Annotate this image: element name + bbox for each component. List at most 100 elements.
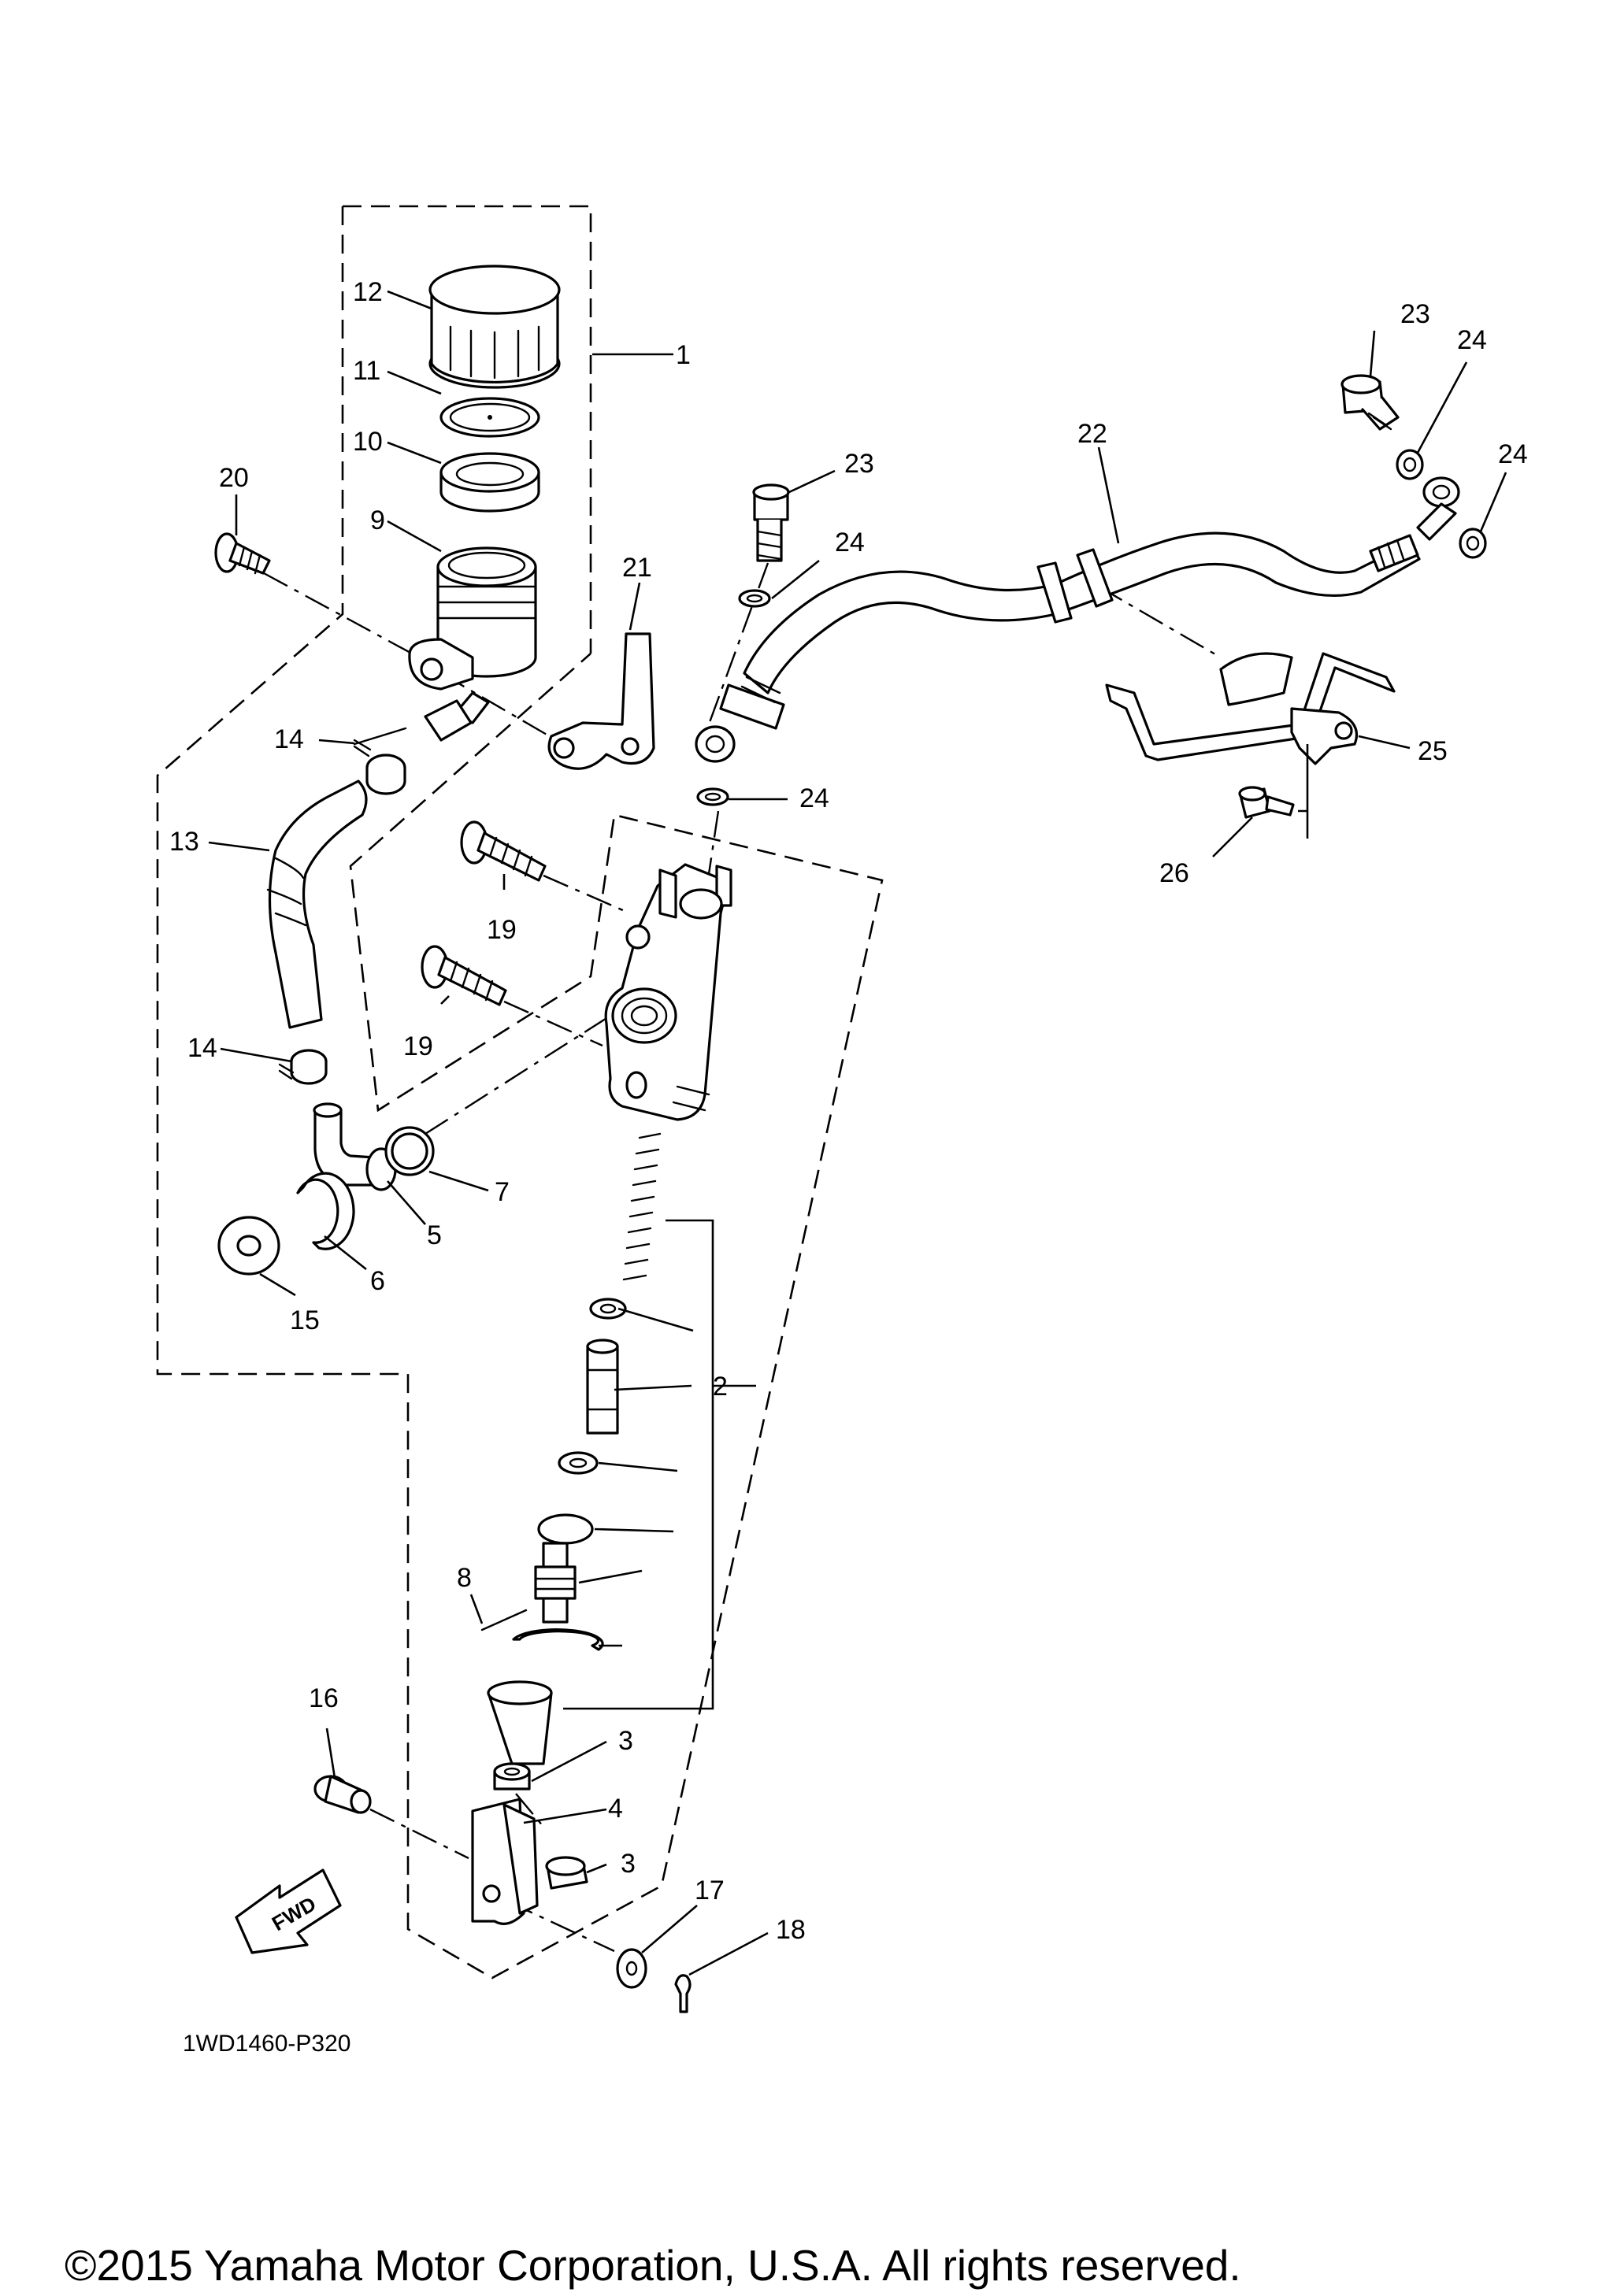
circlip-part-6 — [296, 1172, 355, 1250]
callout-25: 25 — [1418, 736, 1448, 766]
leader-17 — [641, 1905, 698, 1953]
screw-part-20 — [214, 532, 271, 575]
callout-15: 15 — [290, 1305, 320, 1335]
leader-24d — [1479, 472, 1507, 532]
copper-washer-part-24c — [1396, 449, 1424, 480]
washer-part-17 — [616, 1948, 647, 1989]
nut-part-3a — [493, 1762, 531, 1791]
leader-14b — [220, 1047, 292, 1063]
assembly-1-boundary — [343, 205, 592, 654]
callout-7: 7 — [495, 1177, 510, 1207]
leader-13 — [208, 841, 270, 852]
washer-hole — [625, 1961, 638, 1976]
callout-3b: 3 — [621, 1849, 636, 1879]
leader-12 — [387, 290, 432, 310]
callout-21: 21 — [622, 553, 652, 583]
copper-washer-part-24d — [1459, 528, 1487, 559]
nut-part-3b — [545, 1856, 588, 1890]
hose-clip-part-14b — [278, 1049, 328, 1085]
o-ring-inner — [391, 1132, 428, 1170]
union-bolt-part-23a — [752, 483, 790, 562]
callout-2: 2 — [713, 1372, 728, 1402]
master-cylinder-body — [604, 863, 732, 1121]
copper-washer-part-24a — [738, 589, 771, 608]
diaphragm-plate-part — [439, 397, 540, 438]
callout-9: 9 — [370, 505, 385, 535]
bracket-part-21 — [547, 632, 655, 770]
leader-11 — [387, 370, 442, 395]
leader-3a — [531, 1740, 607, 1783]
diagram-code: 1WD1460-P320 — [183, 2031, 350, 2057]
leader-10 — [387, 441, 442, 465]
leader-18 — [688, 1931, 769, 1976]
leader-8 — [469, 1594, 484, 1624]
leader-3b — [586, 1863, 607, 1874]
callout-14a: 14 — [274, 724, 304, 754]
diaphragm-part — [439, 452, 540, 513]
callout-16: 16 — [309, 1683, 339, 1713]
axis-line-7 — [425, 1014, 611, 1135]
brake-hose-part-22 — [695, 476, 1460, 763]
leader-6 — [324, 1235, 367, 1271]
leader-21 — [629, 582, 641, 631]
callout-5: 5 — [427, 1220, 442, 1250]
reservoir-part — [408, 546, 537, 742]
bolt-part-19b — [421, 945, 507, 1006]
assembly-1-boundary-left — [156, 206, 884, 1979]
callout-23b: 23 — [1400, 299, 1430, 329]
leader-bracket-25-26 — [1298, 744, 1309, 839]
axis-line-14 — [353, 727, 407, 746]
leader-24c — [1416, 361, 1468, 454]
callout-6: 6 — [370, 1266, 385, 1296]
axis-line-20 — [263, 572, 430, 665]
hose-clip-part-14a — [353, 739, 406, 795]
axis-line-23 — [707, 562, 769, 725]
callout-24b: 24 — [799, 783, 829, 813]
reservoir-cap-part — [428, 265, 561, 389]
axis-line-24 — [707, 810, 720, 875]
forward-direction-arrow: FWD — [235, 1868, 342, 1954]
pin-part-8 — [480, 1609, 528, 1631]
leader-25 — [1358, 735, 1411, 750]
axis-line-19b — [503, 1000, 603, 1047]
callout-11: 11 — [353, 356, 380, 386]
leader-16 — [325, 1728, 336, 1779]
callout-24a: 24 — [835, 528, 865, 557]
copper-washer-part-24b — [696, 787, 729, 806]
callout-10: 10 — [353, 427, 383, 457]
hose-guide-part-25 — [1105, 652, 1396, 765]
kit-bracket-2 — [563, 1219, 714, 1710]
callout-26: 26 — [1159, 858, 1189, 888]
callout-24c: 24 — [1457, 325, 1487, 355]
leader-7 — [428, 1170, 489, 1192]
callout-19a: 19 — [487, 915, 517, 945]
callout-3a: 3 — [618, 1726, 633, 1756]
callout-14b: 14 — [187, 1033, 217, 1063]
hose-part-13 — [266, 780, 368, 1029]
bolt-part-19a — [460, 820, 547, 882]
leader-24a — [771, 559, 820, 600]
axis-line-21 — [440, 672, 568, 748]
copyright-notice: ©2015 Yamaha Motor Corporation, U.S.A. A… — [65, 2241, 1241, 2290]
leader-4 — [523, 1808, 607, 1824]
clevis-pin-part-16 — [313, 1775, 372, 1814]
axis-line-16 — [369, 1808, 469, 1860]
leader-23a — [788, 469, 836, 494]
callout-19b: 19 — [403, 1031, 433, 1061]
leader-23b — [1369, 330, 1376, 377]
leader-5 — [387, 1180, 426, 1225]
piston-kit-part-2 — [487, 1132, 662, 1765]
callout-23a: 23 — [844, 449, 874, 479]
axis-line-19a — [543, 874, 631, 915]
union-bolt-part-23b — [1340, 374, 1400, 431]
clevis-part-4 — [471, 1798, 539, 1925]
leader-9 — [387, 520, 442, 553]
callout-8: 8 — [457, 1563, 472, 1593]
callout-20: 20 — [219, 463, 249, 493]
bolt-part-26 — [1238, 786, 1295, 819]
callout-17: 17 — [695, 1876, 725, 1905]
axis-line-25 — [1098, 585, 1222, 659]
callout-18: 18 — [776, 1915, 806, 1945]
leader-15 — [259, 1272, 296, 1297]
